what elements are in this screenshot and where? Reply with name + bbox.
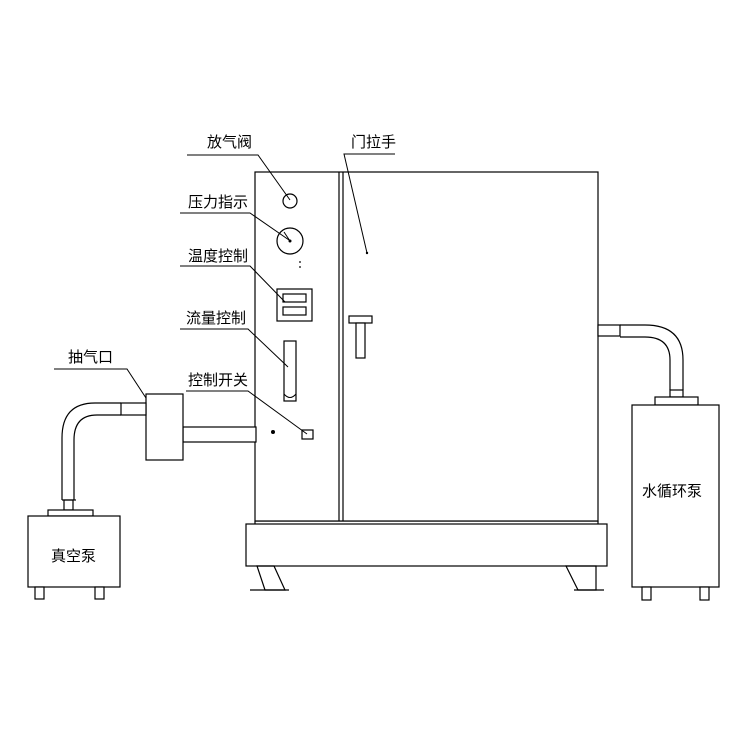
suction-pipe bbox=[182, 426, 257, 443]
vacuum-pump-foot-right bbox=[94, 586, 105, 600]
label-temperature-control: 温度控制 bbox=[188, 247, 248, 265]
temperature-display-top bbox=[282, 293, 307, 303]
vent-valve-knob bbox=[282, 193, 298, 209]
vacuum-system bbox=[27, 393, 257, 600]
water-outlet-stub bbox=[597, 324, 621, 337]
flow-meter bbox=[283, 340, 297, 402]
label-door-handle: 门拉手 bbox=[351, 133, 396, 151]
base-leg-left bbox=[256, 565, 286, 591]
water-pump-foot-right bbox=[699, 586, 710, 601]
door-handle-grip bbox=[355, 322, 366, 359]
base-leg-right bbox=[565, 565, 597, 591]
oven-cabinet bbox=[254, 171, 599, 522]
oven-body bbox=[254, 171, 599, 522]
water-pump-foot-left bbox=[641, 586, 652, 601]
base-platform bbox=[245, 523, 608, 567]
vacuum-pump-top bbox=[47, 509, 94, 517]
water-hose-outer bbox=[620, 324, 684, 390]
vacuum-pump-body bbox=[27, 515, 121, 588]
control-switch-button bbox=[301, 429, 314, 440]
water-circulation-system bbox=[597, 324, 720, 601]
temperature-display-bottom bbox=[282, 306, 307, 316]
vacuum-pump-foot-left bbox=[34, 586, 45, 600]
label-suction-port: 抽气口 bbox=[68, 348, 113, 366]
water-pump-top bbox=[654, 396, 699, 406]
indicator-light bbox=[271, 430, 275, 434]
label-water-circulation-pump: 水循环泵 bbox=[642, 482, 702, 500]
label-flow-control: 流量控制 bbox=[186, 309, 246, 327]
control-panel bbox=[271, 193, 314, 440]
label-vacuum-pump: 真空泵 bbox=[51, 547, 96, 565]
label-control-switch: 控制开关 bbox=[188, 371, 248, 389]
labels: 放气阀 压力指示 温度控制 流量控制 控制开关 门拉手 抽气口 真空泵 水循环泵 bbox=[51, 133, 702, 565]
vacuum-hose-outer bbox=[61, 402, 121, 500]
suction-port-block bbox=[145, 393, 184, 461]
door-handle-bar bbox=[348, 315, 373, 324]
suction-port-stub bbox=[120, 402, 147, 416]
base-stand bbox=[245, 520, 608, 591]
water-hose-inner bbox=[620, 336, 671, 390]
vacuum-hose-inner bbox=[73, 414, 121, 500]
water-pump-body bbox=[631, 404, 720, 588]
leader-lines bbox=[54, 153, 395, 435]
label-vent-valve: 放气阀 bbox=[207, 133, 252, 151]
label-pressure-indicator: 压力指示 bbox=[188, 193, 248, 211]
